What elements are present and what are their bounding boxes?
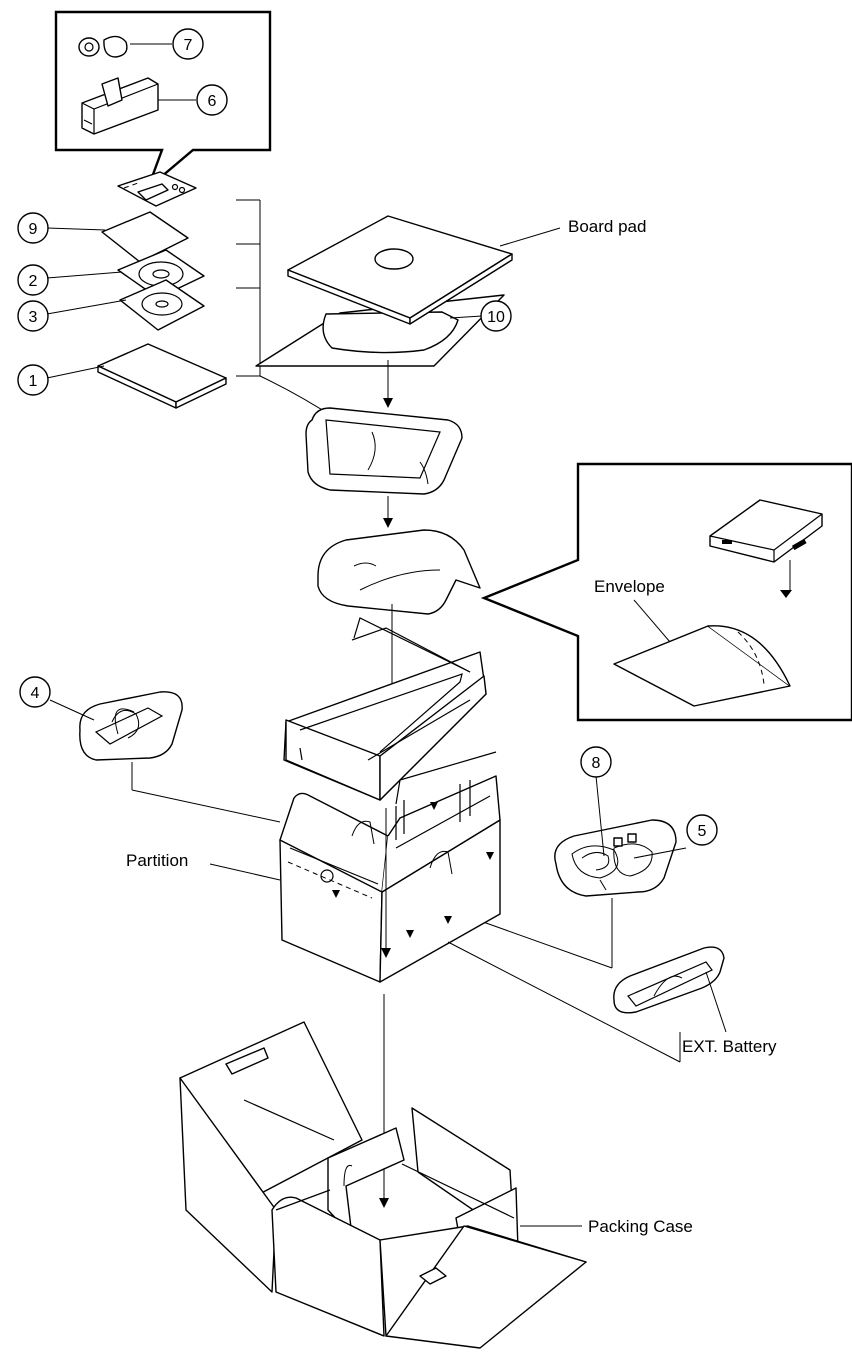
notebook-computer xyxy=(709,499,823,598)
items-8-5-cords xyxy=(554,775,687,897)
wrapped-computer xyxy=(317,529,481,615)
label-envelope: Envelope xyxy=(594,577,665,596)
svg-text:10: 10 xyxy=(487,309,505,326)
callout-5: 5 xyxy=(686,814,718,846)
ext-battery xyxy=(613,946,727,1033)
svg-text:6: 6 xyxy=(208,93,217,110)
accessory-card xyxy=(117,171,197,207)
svg-text:9: 9 xyxy=(29,221,38,238)
callout-7: 7 xyxy=(172,28,204,60)
spacer-frame xyxy=(283,617,487,801)
svg-text:1: 1 xyxy=(29,373,38,390)
label-partition: Partition xyxy=(126,851,188,870)
wrapped-tray xyxy=(305,407,463,495)
svg-text:3: 3 xyxy=(29,309,38,326)
label-packing-case: Packing Case xyxy=(588,1217,693,1236)
callout-8: 8 xyxy=(580,746,612,778)
callout-4: 4 xyxy=(19,676,51,708)
left-stack-bracket xyxy=(236,199,342,424)
item-4-ac-adapter xyxy=(49,691,183,761)
item-9-sheet xyxy=(101,211,189,263)
item-7-caps xyxy=(78,35,172,58)
zoom-inset-envelope xyxy=(480,462,852,722)
svg-text:2: 2 xyxy=(29,273,38,290)
packing-case xyxy=(179,1021,587,1349)
callout-9: 9 xyxy=(17,212,49,244)
svg-text:4: 4 xyxy=(31,685,40,702)
partition-tray xyxy=(279,751,501,983)
item-2-disc-sleeve xyxy=(117,249,205,299)
callout-6: 6 xyxy=(196,84,228,116)
item-3-disc-sleeve xyxy=(119,279,205,331)
svg-text:5: 5 xyxy=(698,823,707,840)
zoom-inset-accessories xyxy=(54,10,272,192)
svg-text:7: 7 xyxy=(184,37,193,54)
callout-2: 2 xyxy=(17,264,49,296)
svg-text:8: 8 xyxy=(592,755,601,772)
envelope xyxy=(613,599,791,707)
callout-10: 10 xyxy=(480,300,512,332)
callout-1: 1 xyxy=(17,364,49,396)
label-ext-battery: EXT. Battery xyxy=(682,1037,777,1056)
callout-3: 3 xyxy=(17,300,49,332)
item-6-slider xyxy=(81,77,196,135)
label-board-pad: Board pad xyxy=(568,217,646,236)
item-1-manual xyxy=(97,343,227,409)
board-pad xyxy=(255,215,561,367)
